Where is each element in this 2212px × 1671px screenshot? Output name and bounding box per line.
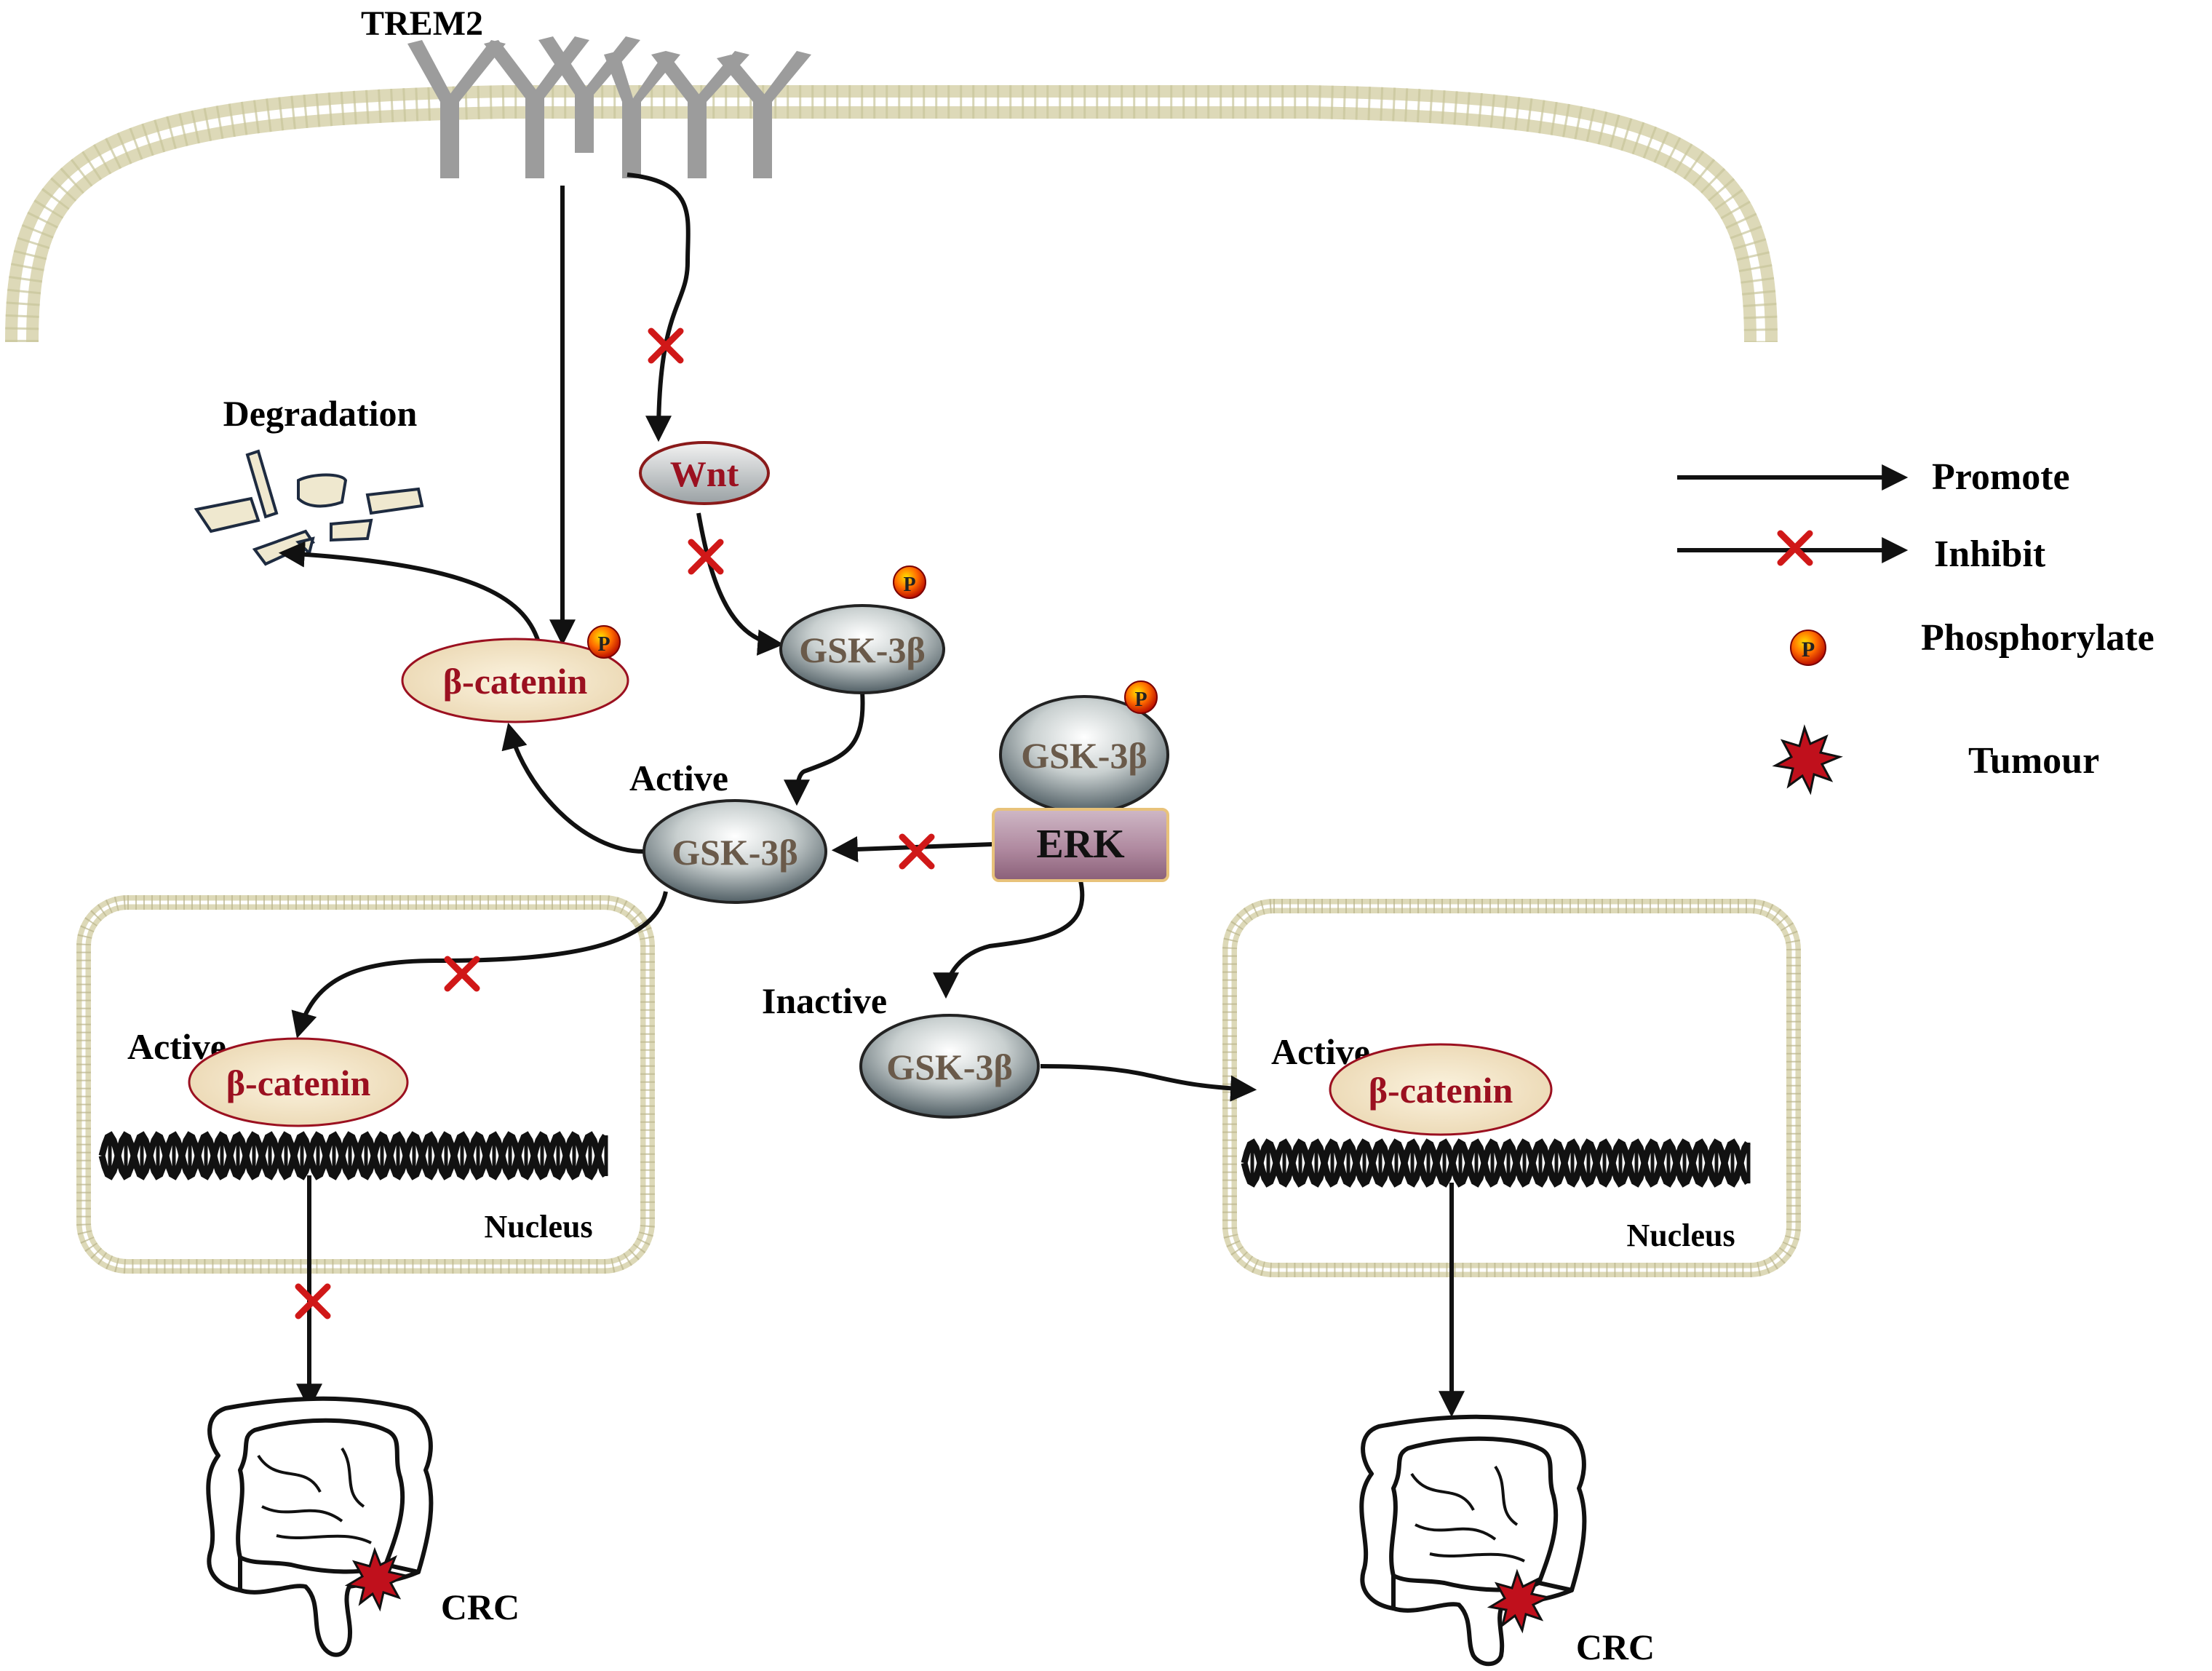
erk-node: ERK	[992, 808, 1169, 882]
legend-inhibit-x	[1777, 530, 1813, 566]
arrow-trem2-to-wnt	[626, 172, 691, 442]
receptor-y-1	[407, 40, 506, 178]
gsk3b-active-label: GSK-3β	[672, 832, 798, 873]
gsk3b-inactive-node: GSK-3β	[859, 1014, 1040, 1119]
phospho-badge-gsk-erk-label: P	[1134, 688, 1147, 711]
legend-phosphorylate-label: Phosphorylate	[1921, 617, 2155, 659]
gsk3b-inactive-label: GSK-3β	[886, 1047, 1013, 1087]
dna-right-strand-1	[1241, 1138, 1751, 1188]
colon-right-icon	[1359, 1414, 1587, 1667]
nucleus-left-label: Nucleus	[484, 1209, 592, 1245]
gsk3b-phosphorylated-node: GSK-3β	[779, 604, 945, 694]
receptor-y-6	[717, 51, 811, 178]
legend-tumour-label: Tumour	[1968, 740, 2099, 782]
inhibit-mark-erk-gsk	[899, 833, 935, 870]
arrow-bcatenin-p-to-degradation	[278, 541, 541, 643]
dna-left-strand-1	[98, 1131, 608, 1180]
inhibit-mark-dna-crc	[295, 1283, 331, 1319]
erk-label: ERK	[1036, 822, 1125, 867]
bcatenin-nucleus-right-node: β-catenin	[1329, 1043, 1553, 1136]
legend: Promote Inhibit P Phosphorylate Tumour	[1677, 456, 2155, 795]
inhibit-mark-gsk-nucleus	[444, 956, 480, 992]
wnt-label: Wnt	[670, 453, 739, 494]
gsk3b-erk-bound-node: GSK-3β	[999, 695, 1169, 814]
crc-right-label: CRC	[1576, 1627, 1655, 1667]
trem2-label: TREM2	[361, 4, 483, 43]
inactive-label: Inactive	[762, 980, 887, 1021]
arrow-gsk-active-to-bcatenin-p	[501, 723, 645, 854]
arrow-gsk-active-to-nucleus-bcatenin	[291, 891, 668, 1039]
tumour-mark-left	[344, 1547, 410, 1612]
receptor-y-3	[538, 36, 640, 153]
arrow-erk-to-gsk-inactive	[933, 880, 1085, 999]
bcatenin-nucleus-left-node: β-catenin	[188, 1037, 409, 1127]
active-label-gsk: Active	[629, 758, 728, 798]
inhibit-mark-trem2-wnt	[648, 328, 684, 364]
dna-helix-left	[98, 1131, 608, 1180]
phospho-badge-gsk-top: P	[893, 565, 926, 599]
gsk3b-erk-bound-label: GSK-3β	[1021, 735, 1147, 776]
phospho-badge-bcatenin-label: P	[597, 633, 610, 656]
nucleus-right-label: Nucleus	[1626, 1218, 1735, 1253]
arrow-wnt-to-gsk-p	[696, 512, 784, 656]
dna-right-strand-2	[1241, 1138, 1751, 1188]
gsk3b-phosphorylated-label: GSK-3β	[799, 630, 926, 670]
cell-membrane	[5, 85, 1778, 343]
dna-left-strand-2	[98, 1131, 608, 1180]
legend-phospho-badge-label: P	[1802, 638, 1815, 662]
degradation-label: Degradation	[223, 393, 418, 434]
trem2-receptors	[407, 36, 811, 178]
colon-left-icon	[206, 1396, 434, 1657]
dna-helix-right	[1241, 1138, 1751, 1188]
arrow-gsk-p-to-gsk-active	[784, 691, 865, 806]
wnt-node: Wnt	[639, 441, 770, 505]
phospho-badge-gsk-erk: P	[1124, 680, 1158, 714]
gsk3b-active-node: GSK-3β	[642, 799, 827, 904]
degradation-fragments	[194, 449, 424, 566]
nucleus-left	[76, 895, 655, 1274]
legend-tumour-mark	[1772, 724, 1843, 795]
tumour-mark-right	[1487, 1568, 1552, 1634]
phospho-badge-bcatenin: P	[587, 625, 621, 659]
phospho-badge-gsk-top-label: P	[903, 573, 915, 596]
bcatenin-phosphorylated-label: β-catenin	[443, 661, 588, 702]
bcatenin-phosphorylated-node: β-catenin	[401, 638, 629, 723]
inhibit-mark-wnt-gsk	[688, 539, 724, 575]
legend-promote-label: Promote	[1932, 456, 2070, 498]
arrow-gsk-inactive-to-nucleus-bcatenin	[1040, 1064, 1257, 1102]
bcatenin-nucleus-left-label: β-catenin	[226, 1063, 371, 1103]
legend-inhibit-label: Inhibit	[1934, 533, 2046, 575]
bcatenin-nucleus-right-label: β-catenin	[1369, 1070, 1513, 1111]
crc-left-label: CRC	[441, 1587, 520, 1627]
legend-phospho-badge: P	[1790, 630, 1826, 666]
